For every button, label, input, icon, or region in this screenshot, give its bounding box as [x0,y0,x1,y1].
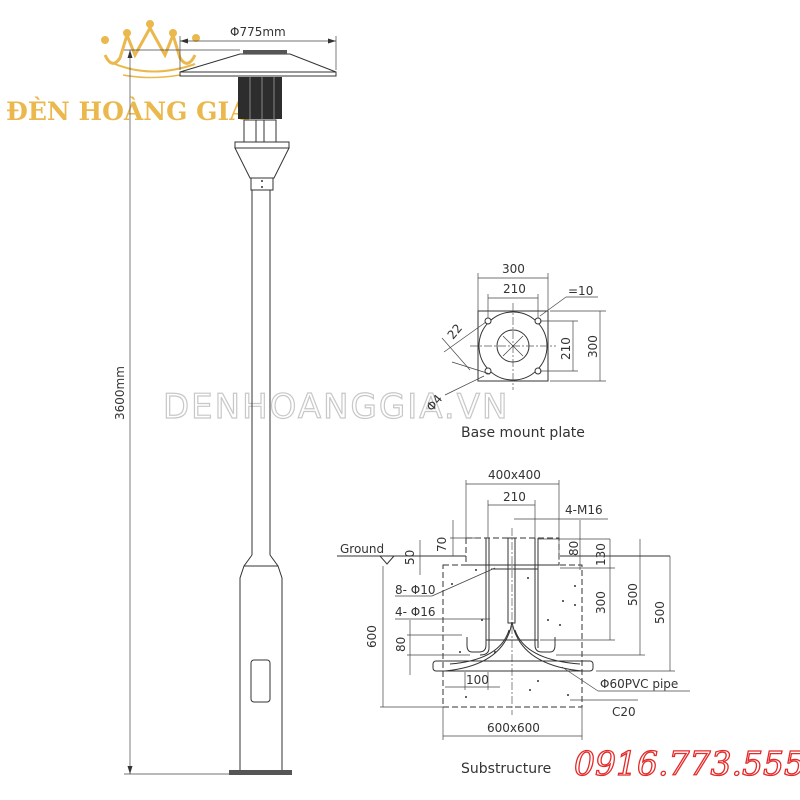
rebar-large-label: 4- Φ16 [395,605,436,619]
ground-label: Ground [340,542,384,556]
shade-diameter-dimension: Φ775mm [179,25,337,70]
height-dimension: 3600mm [113,49,240,775]
watermark-text: DENHOANGGIA.VN [163,387,509,427]
pole [229,190,292,775]
dim-100: 100 [466,673,489,687]
dim-80-top: 80 [567,541,581,556]
plate-height-bolt: 210 [559,337,573,360]
dim-300: 300 [594,591,608,614]
dim-500-a: 500 [626,583,640,606]
substructure-caption: Substructure [461,761,551,777]
bolt-spacing-label: 210 [503,490,526,504]
lamp-head [179,50,337,191]
plate-thickness: =10 [568,284,593,298]
plate-width-outer: 300 [502,262,525,276]
dim-70: 70 [435,537,449,552]
bolts-label: 4-M16 [565,503,603,517]
pole-access-door [250,659,271,703]
substructure: Ground 400x400 210 4-M16 70 50 600 80 8-… [337,468,690,777]
crown-logo-icon [101,20,200,79]
dim-600: 600 [365,625,379,648]
top-box-label: 400x400 [488,468,541,482]
plate-height-outer: 300 [586,335,600,358]
dim-80-bottom: 80 [394,637,408,652]
brand-name: ĐÈN HOÀNG GIA [6,97,249,126]
shade-diameter-label: Φ775mm [230,25,286,39]
pipe-label: Φ60PVC pipe [600,677,678,691]
base-box-label: 600x600 [487,721,540,735]
phone-number: 0916.773.555 [574,744,800,783]
dim-50: 50 [403,550,417,565]
base-mount-plate: 300 210 =10 210 300 22 Φ4 Base mount pla… [424,262,606,441]
pole-foot-plate [229,770,292,775]
base-plate-caption: Base mount plate [461,425,585,441]
dim-130: 130 [594,543,608,566]
height-label: 3600mm [113,366,127,420]
rebar-small-label: 8- Φ10 [395,583,436,597]
concrete-label: C20 [612,705,636,719]
dim-500-b: 500 [653,601,667,624]
plate-width-bolt: 210 [503,282,526,296]
